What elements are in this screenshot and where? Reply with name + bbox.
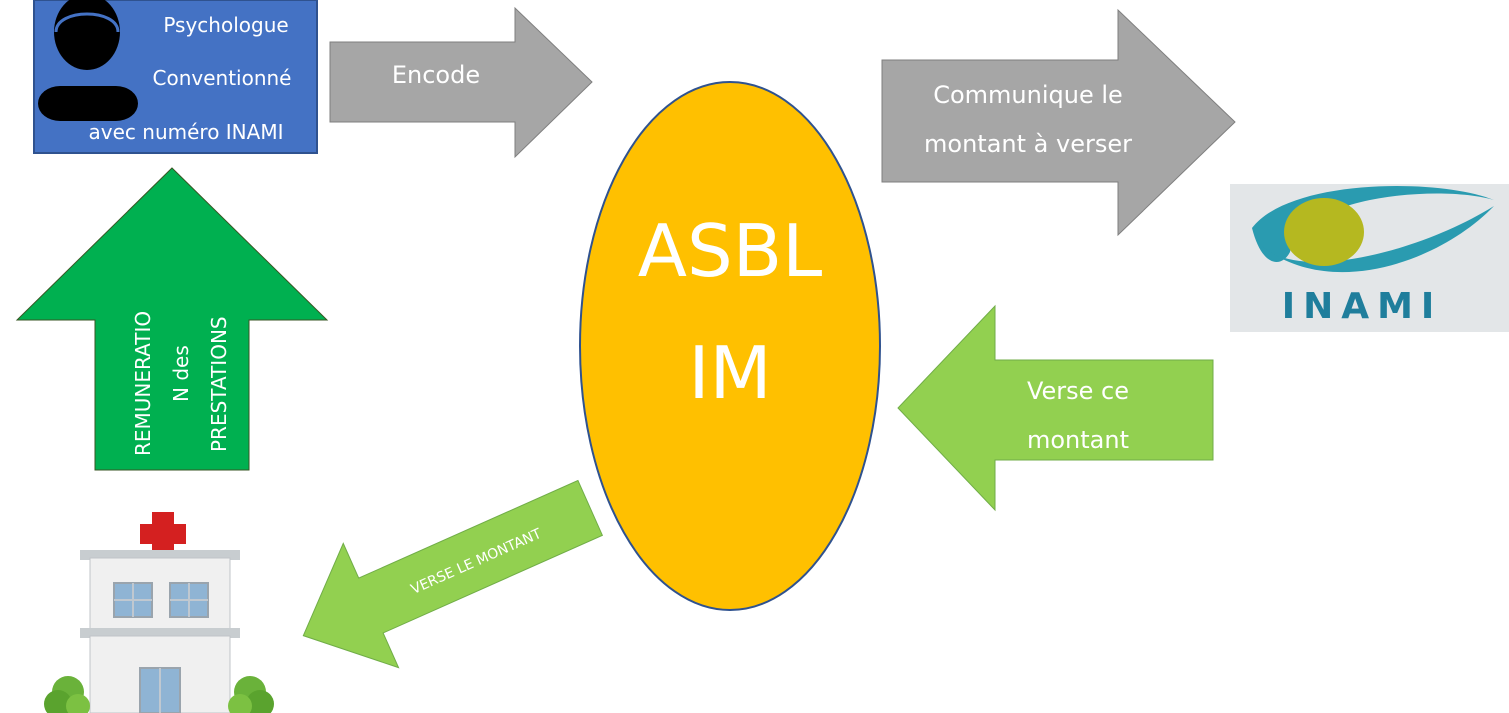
remuneration-arrow: REMUNERATIO N des PRESTATIONS [15,167,329,471]
communicate-label-line-1: Communique le [933,81,1123,109]
communicate-arrow: Communique le montant à verser [881,8,1236,237]
person-silhouette-icon [38,0,138,121]
pay-arrow: Verse ce montant [897,304,1214,512]
pay-label-line-1: Verse ce [1027,377,1129,405]
pay-label-line-2: montant [1027,426,1129,454]
encode-label: Encode [392,61,480,89]
communicate-label-line-2: montant à verser [924,130,1132,158]
inami-logo-text: INAMI [1282,286,1443,327]
psychologist-line-2: Conventionné [153,66,292,90]
remuneration-label-line-2: N des [169,345,193,402]
encode-arrow: Encode [329,6,593,159]
inami-logo: INAMI [1230,184,1509,332]
psychologist-line-1: Psychologue [163,13,288,37]
psychologist-box: Psychologue Conventionné avec numéro INA… [33,0,318,154]
remuneration-label-line-1: REMUNERATIO [131,311,155,456]
im-label: IM [688,331,771,415]
psychologist-line-3: avec numéro INAMI [89,120,284,144]
asbl-oval: ASBL IM [579,81,881,611]
hospital-building-icon [44,512,274,713]
asbl-label: ASBL [638,209,822,293]
transfer-arrow: VERSE LE MONTANT [302,479,604,669]
remuneration-label-line-3: PRESTATIONS [207,316,231,452]
